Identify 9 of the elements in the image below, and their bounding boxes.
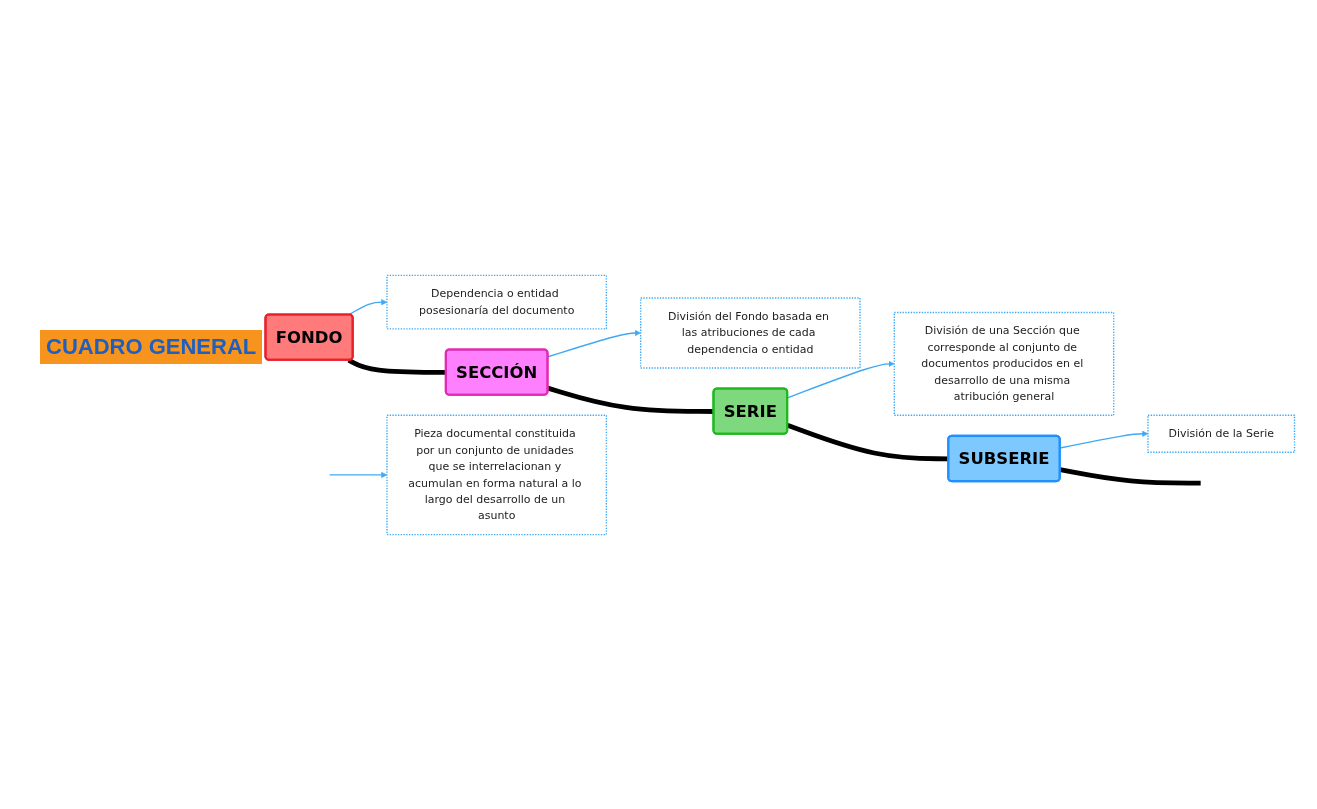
node-box: Dependencia o entidad posesionaría del documento [386,274,608,330]
arrow [547,330,641,358]
connector [547,385,714,414]
node-box: Pieza documental constituida por un conjunto de unidades que se interrelacionan y acumulan en forma natural a lo largo del desarrollo de un asunto [386,414,608,536]
node-box: División de una Sección que corresponde al conjunto de documentos producidos en el desarrollo de una misma atribución general [893,311,1115,416]
heading-label: CUADRO GENERAL [40,330,263,364]
node-box: División del Fondo basada en las atribuciones de cada dependencia o entidad [639,297,861,369]
connector [1059,467,1201,486]
node-box: División de la Serie [1147,414,1296,453]
